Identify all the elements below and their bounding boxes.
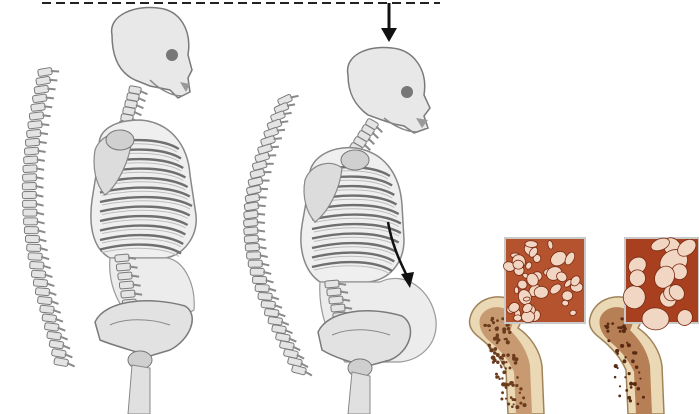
osteoporotic-skull bbox=[348, 47, 430, 133]
normal-posture-panel bbox=[22, 7, 196, 414]
osteoporotic-posture-panel bbox=[243, 3, 436, 414]
bone-comparison-panel bbox=[469, 234, 699, 414]
normal-skull bbox=[112, 7, 192, 98]
compression-arrow-icon bbox=[381, 3, 397, 42]
healthy-trabecular-inset bbox=[502, 238, 585, 323]
normal-ribcage bbox=[91, 120, 196, 258]
osteoporotic-trabecular-inset bbox=[622, 234, 699, 330]
normal-spine-sideview bbox=[22, 67, 75, 366]
normal-pelvis bbox=[95, 301, 192, 414]
osteoporotic-skeleton bbox=[301, 47, 436, 414]
normal-skeleton bbox=[91, 7, 196, 414]
osteoporotic-ribcage bbox=[301, 148, 404, 282]
